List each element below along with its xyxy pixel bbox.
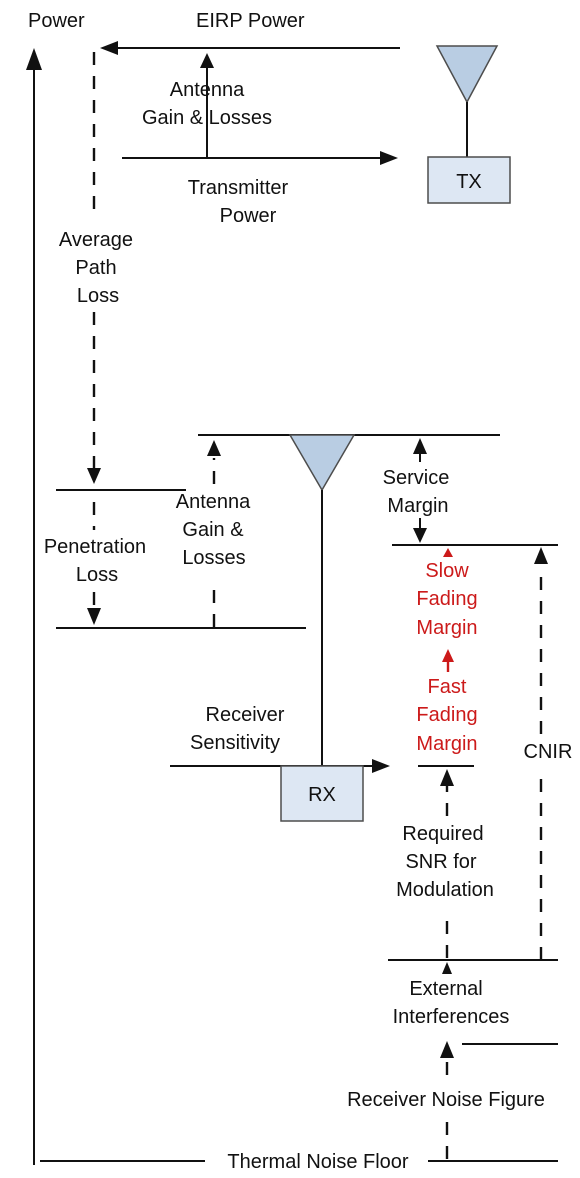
external-interferences-arrowhead: [442, 962, 452, 974]
tx-antenna-gain-label-1: Antenna: [170, 79, 245, 101]
rx-antenna-gain-arrowhead: [207, 440, 221, 456]
path-loss-arrowhead: [87, 468, 101, 484]
transmitter-power-label-2: Power: [220, 205, 277, 227]
power-axis-arrowhead: [26, 48, 42, 70]
avg-path-loss-label-1: Average: [59, 229, 133, 251]
slow-fading-label-3: Margin: [416, 617, 477, 639]
receiver-noise-figure-label: Receiver Noise Figure: [347, 1089, 545, 1111]
receiver-sensitivity-arrowhead: [372, 759, 390, 773]
avg-path-loss-label-2: Path: [75, 257, 116, 279]
external-interferences-label-2: Interferences: [393, 1006, 510, 1028]
eirp-arrowhead: [100, 41, 118, 55]
power-axis-label: Power: [28, 10, 85, 32]
receiver-sensitivity-label-1: Receiver: [206, 704, 285, 726]
eirp-power-label: EIRP Power: [196, 10, 305, 32]
rx-antenna-icon: [288, 434, 356, 492]
rx-antenna-gain-label-1: Antenna: [176, 491, 251, 513]
tx-antenna-icon: [435, 45, 499, 104]
transmitter-power-arrowhead: [380, 151, 398, 165]
required-snr-arrowhead: [440, 769, 454, 786]
service-margin-arrowhead-down: [413, 528, 427, 543]
rx-antenna-gain-label-2: Gain &: [182, 519, 244, 541]
tx-antenna-gain-label-2: Gain & Losses: [142, 107, 272, 129]
tx-antenna-gain-arrowhead: [200, 53, 214, 68]
slow-fading-label-1: Slow: [425, 560, 469, 582]
penetration-loss-label-2: Loss: [76, 564, 118, 586]
transmitter-power-label-1: Transmitter: [188, 177, 289, 199]
required-snr-label-1: Required: [402, 823, 483, 845]
fast-fading-label-3: Margin: [416, 733, 477, 755]
rx-antenna-gain-label-3: Losses: [182, 547, 245, 569]
fast-fading-arrowhead: [442, 649, 454, 662]
penetration-loss-arrowhead: [87, 608, 101, 625]
slow-fading-arrowhead: [443, 548, 453, 557]
service-margin-arrowhead-up: [413, 438, 427, 454]
tx-box-label: TX: [456, 171, 482, 193]
rx-box: [280, 765, 364, 822]
receiver-sensitivity-label-2: Sensitivity: [190, 732, 280, 754]
required-snr-label-3: Modulation: [396, 879, 494, 901]
avg-path-loss-label-3: Loss: [77, 285, 119, 307]
rx-box-label: RX: [308, 784, 336, 806]
noise-figure-arrowhead: [440, 1041, 454, 1058]
thermal-noise-floor-label: Thermal Noise Floor: [227, 1151, 409, 1173]
cnir-arrowhead: [534, 547, 548, 564]
service-margin-label-1: Service: [383, 467, 450, 489]
fast-fading-label-2: Fading: [416, 704, 477, 726]
external-interferences-label-1: External: [409, 978, 482, 1000]
cnir-label: CNIR: [524, 741, 573, 763]
fast-fading-label-1: Fast: [428, 676, 467, 698]
service-margin-label-2: Margin: [387, 495, 448, 517]
tx-box: [427, 156, 511, 204]
required-snr-label-2: SNR for: [405, 851, 476, 873]
penetration-loss-label-1: Penetration: [44, 536, 146, 558]
slow-fading-label-2: Fading: [416, 588, 477, 610]
